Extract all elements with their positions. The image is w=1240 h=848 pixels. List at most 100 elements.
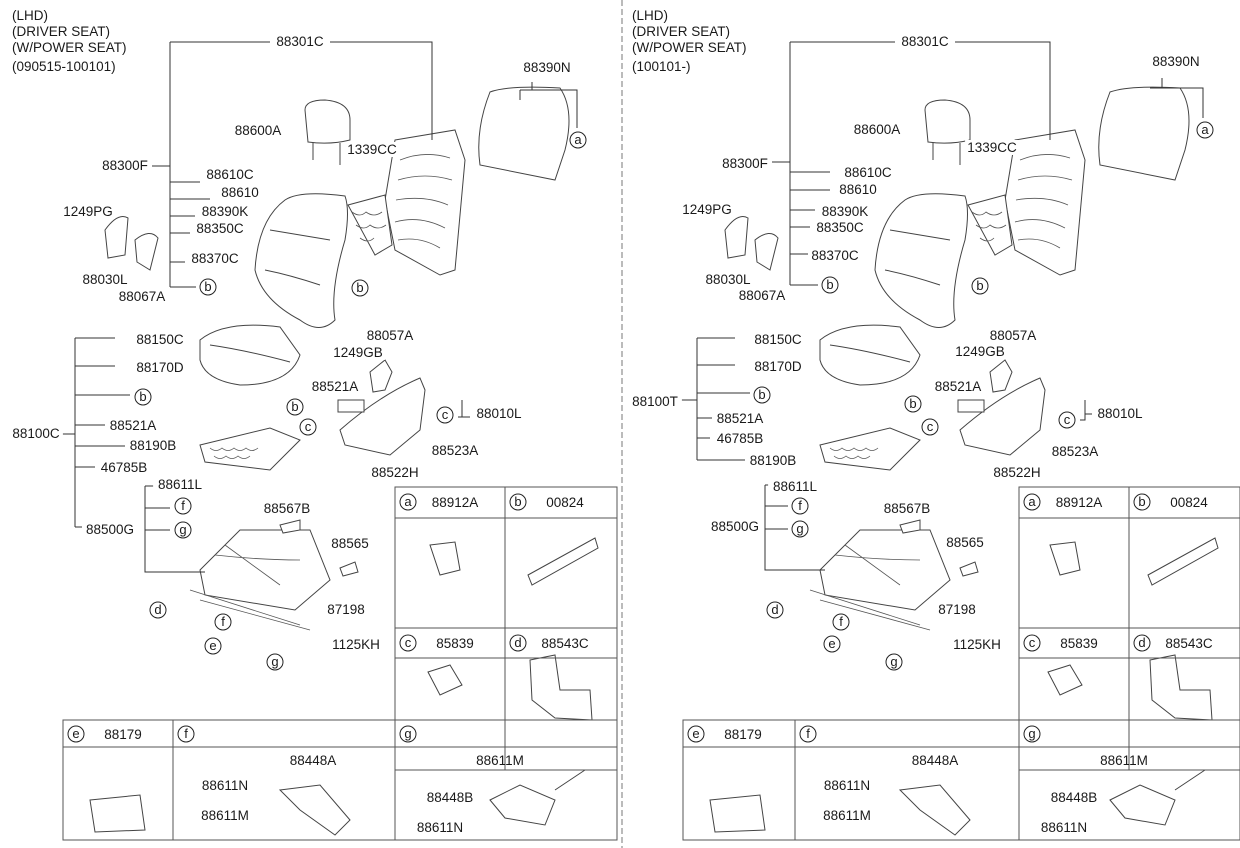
reference-circle (174, 521, 192, 539)
part-number-callout: 88600A (854, 122, 901, 137)
switch-bracket-drawing (369, 359, 393, 393)
callout-bg (327, 536, 373, 551)
reference-letter: f (221, 614, 225, 629)
callout-bg (331, 345, 385, 360)
detail-f-callout: 88611M (823, 808, 871, 823)
legend-table-efg (62, 719, 618, 841)
part-number-callout: 88390K (822, 204, 869, 219)
callout-bg (329, 637, 383, 652)
reference-letter: c (305, 419, 312, 434)
callout-bg (260, 501, 314, 516)
callout-bg (751, 359, 805, 374)
reference-letter: c (442, 407, 449, 422)
callout-bg (217, 185, 263, 200)
legend-part-number: 88179 (104, 727, 142, 742)
title-line: (DRIVER SEAT) (632, 24, 730, 39)
track-rails (809, 544, 931, 631)
callout-bg (850, 122, 904, 137)
detail-f-callout: 88611N (202, 778, 248, 793)
part-number-callout: 88567B (884, 501, 931, 516)
reference-circle (821, 276, 839, 294)
callout-bg (735, 288, 789, 303)
detail-f-callout: 88611M (201, 808, 249, 823)
cushion-pad-drawing (199, 427, 301, 471)
detail-f-callout: 88448A (290, 753, 337, 768)
recliner-cover-drawing (104, 216, 129, 259)
callout-bg (818, 204, 872, 219)
legend-part-number: 88543C (541, 636, 589, 651)
recliner-inner-cover-drawing (134, 233, 159, 271)
reference-letter: e (828, 636, 835, 651)
legend-circle (399, 493, 417, 511)
reference-letter: e (209, 638, 216, 653)
legend-letter: e (692, 726, 699, 741)
legend-letter: d (514, 635, 521, 650)
part-number-callout: 88010L (476, 406, 522, 421)
legend-part-number: 88912A (432, 495, 479, 510)
callout-bg (1149, 54, 1203, 69)
part-number-callout: 88301C (901, 34, 949, 49)
part-number-callout: 88301C (276, 34, 324, 49)
part-number-callout: 88190B (750, 453, 797, 468)
back-board-drawing (1098, 86, 1190, 181)
callout-bg (953, 344, 1007, 359)
callout-bg (965, 140, 1019, 155)
reference-letter: f (798, 498, 802, 513)
tube-00824 (527, 537, 599, 586)
callout-bg (880, 501, 934, 516)
reference-circle (134, 388, 152, 406)
part-number-callout: 88067A (739, 288, 786, 303)
part-number-callout: 88521A (935, 379, 982, 394)
reference-circle (832, 613, 850, 631)
block-88179 (709, 794, 766, 833)
legend-circle (509, 634, 527, 652)
legend-letter: b (514, 494, 521, 509)
callout-bg (428, 443, 482, 458)
bracket-88565 (959, 561, 979, 577)
callout-bg (188, 251, 242, 266)
reference-circle (149, 601, 167, 619)
callout-bg (708, 519, 762, 534)
legend-letter: f (806, 726, 810, 741)
callout-bg (126, 438, 180, 453)
part-number-callout: 88150C (754, 332, 802, 347)
part-number-callout: 88300F (722, 156, 768, 171)
motor-88448a (898, 784, 971, 836)
part-number-callout: 88300F (102, 158, 148, 173)
part-number-callout: 88170D (136, 360, 184, 375)
title-line: (LHD) (632, 8, 668, 23)
callout-bg (203, 167, 257, 182)
part-number-callout: 88057A (990, 328, 1037, 343)
switch-drawing (337, 399, 365, 413)
callout-bg (950, 637, 1004, 652)
callout-bg (701, 272, 755, 287)
block-88543c (1149, 654, 1213, 721)
legend-circle (799, 725, 817, 743)
reference-circle (885, 653, 903, 671)
part-number-callout: 1249GB (955, 344, 1005, 359)
callout-bg (942, 535, 988, 550)
title-line: (DRIVER SEAT) (12, 24, 110, 39)
detail-f-callout: 88448A (912, 753, 959, 768)
legend-letter: c (405, 635, 412, 650)
callout-bg (841, 165, 895, 180)
title-line: (LHD) (12, 8, 48, 23)
reference-circle (569, 131, 587, 149)
callout-bg (718, 156, 772, 171)
part-number-callout: 88611L (773, 479, 818, 494)
part-number-callout: 88521A (110, 418, 157, 433)
legend-letter: d (1138, 635, 1145, 650)
callout-bg (115, 289, 169, 304)
callout-bg (83, 522, 137, 537)
part-number-callout: 88030L (705, 272, 751, 287)
part-number-callout: 88522H (993, 465, 1040, 480)
part-number-callout: 88522H (371, 465, 418, 480)
reference-letter: g (890, 654, 897, 669)
clip-88912a (429, 541, 461, 576)
reference-circle (214, 613, 232, 631)
reference-circle (904, 395, 922, 413)
part-number-callout: 88010L (1097, 406, 1143, 421)
leader-line (58, 337, 130, 528)
part-number-callout: 88610 (221, 185, 259, 200)
leader-line (675, 337, 750, 461)
